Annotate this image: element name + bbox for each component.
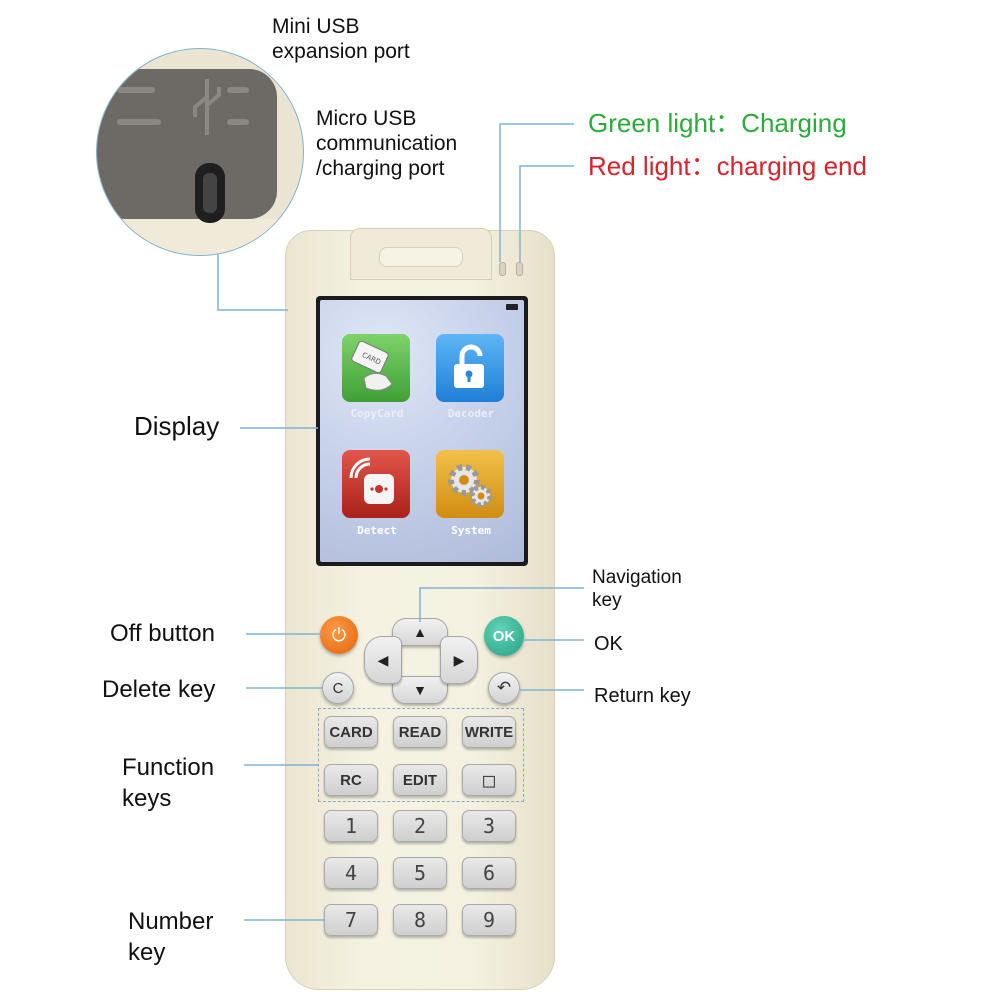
card-hand-icon: CARD: [351, 340, 393, 391]
display-home-screen: CARD CopyCard Decoder Detec: [320, 300, 524, 562]
read-key[interactable]: READ: [393, 716, 447, 748]
micro-usb-label: Micro USB communication /charging port: [316, 107, 458, 180]
delete-key[interactable]: C: [322, 672, 354, 704]
arrow-down-icon: ▼: [413, 682, 427, 698]
navigation-key-label: Navigation key: [592, 567, 682, 611]
red-light-callout-line: [519, 165, 574, 262]
red-led-indicator: [516, 262, 523, 276]
number-key-7[interactable]: 7: [324, 904, 378, 936]
arrow-left-icon: ◀: [377, 651, 389, 668]
return-key[interactable]: ↶: [488, 672, 520, 704]
display-label: Display: [134, 411, 220, 441]
off-button-label: Off button: [110, 620, 215, 647]
delete-key-label: Delete key: [102, 676, 216, 703]
nav-down-key[interactable]: ▼: [392, 676, 448, 704]
nav-left-key[interactable]: ◀: [364, 636, 402, 684]
number-key-2[interactable]: 2: [393, 810, 447, 842]
power-icon: ⏻: [331, 624, 347, 645]
unlock-icon: [454, 344, 484, 388]
number-key-5[interactable]: 5: [393, 857, 447, 889]
arrow-right-icon: ▶: [453, 651, 465, 668]
arrow-up-icon: ▲: [413, 624, 427, 640]
number-key-1[interactable]: 1: [324, 810, 378, 842]
return-icon: ↶: [496, 678, 512, 697]
usb-symbol-icon: [193, 79, 221, 135]
number-key-label: Number key: [128, 908, 214, 966]
card-key[interactable]: CARD: [324, 716, 378, 748]
green-light-label: Green light：Charging: [588, 108, 847, 138]
detect-app-label: Detect: [357, 524, 397, 537]
display-screen: CARD CopyCard Decoder Detec: [316, 296, 528, 566]
write-key[interactable]: WRITE: [462, 716, 516, 748]
number-key-4[interactable]: 4: [324, 857, 378, 889]
usb-port-zoom-inset: [96, 48, 304, 256]
gears-icon: [448, 464, 493, 508]
red-light-label: Red light：charging end: [588, 151, 867, 181]
rfid-detect-icon: [349, 457, 394, 504]
nav-right-key[interactable]: ▶: [440, 636, 478, 684]
edit-key[interactable]: EDIT: [393, 764, 447, 796]
off-button[interactable]: ⏻: [320, 616, 358, 654]
decoder-app-label: Decoder: [447, 407, 495, 420]
device-top-connector: [350, 228, 492, 280]
function-keys-group: [318, 708, 524, 802]
number-key-8[interactable]: 8: [393, 904, 447, 936]
return-key-label: Return key: [594, 685, 691, 707]
system-app-label: System: [451, 524, 491, 537]
navigation-key-callout-line: [419, 587, 584, 622]
mini-usb-callout-line: [217, 254, 288, 311]
ok-label: OK: [594, 633, 623, 655]
green-led-indicator: [499, 262, 506, 276]
ok-button[interactable]: OK: [484, 616, 524, 656]
function-keys-label: Function keys: [122, 754, 215, 812]
detect-app-icon[interactable]: [342, 450, 410, 518]
mini-usb-label: Mini USB expansion port: [272, 15, 410, 63]
number-key-3[interactable]: 3: [462, 810, 516, 842]
copycard-app-label: CopyCard: [350, 407, 404, 420]
usb-port-closeup: [97, 69, 303, 255]
green-light-callout-line: [499, 123, 574, 262]
battery-icon: [506, 304, 518, 310]
number-key-9[interactable]: 9: [462, 904, 516, 936]
decoder-app-icon[interactable]: [436, 334, 504, 402]
rc-key[interactable]: RC: [324, 764, 378, 796]
extra-key[interactable]: □: [462, 764, 516, 796]
system-app-icon[interactable]: [436, 450, 504, 518]
copycard-app-icon[interactable]: CARD: [342, 334, 410, 402]
number-key-6[interactable]: 6: [462, 857, 516, 889]
